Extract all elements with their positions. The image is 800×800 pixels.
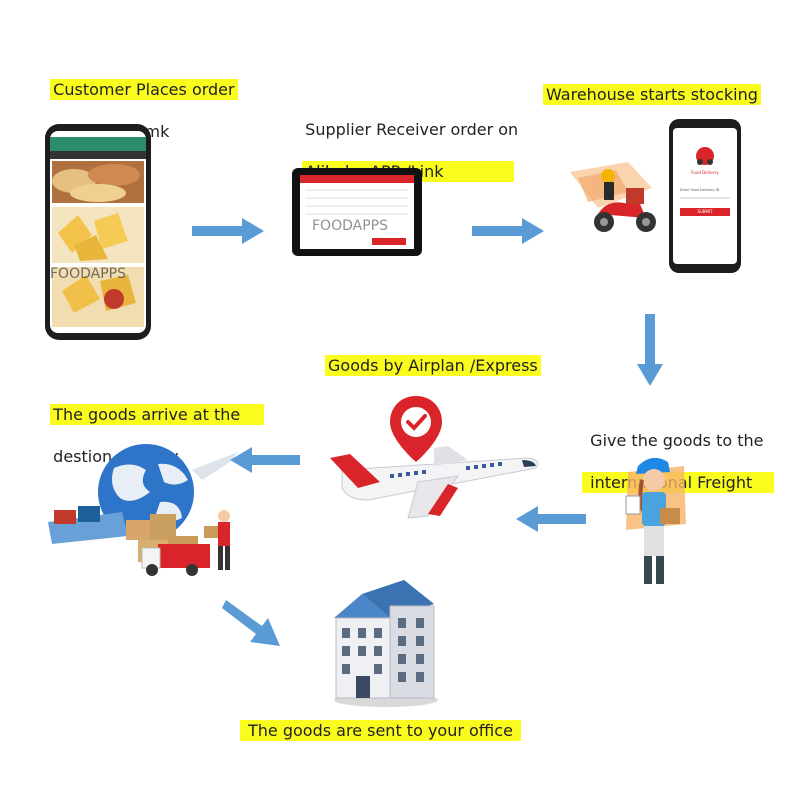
office-building-illustration [328, 578, 440, 708]
flow-arrow-right-1 [192, 218, 264, 244]
step-label-airplane: Goods by Airplan /Express [325, 355, 541, 376]
flow-arrow-right-2 [472, 218, 544, 244]
step-label-arrive-line1: The goods arrive at the [50, 404, 265, 425]
airplane-illustration [328, 388, 542, 522]
flow-arrow-left-2 [230, 447, 300, 473]
step-label-customer-line1: Customer Places order [50, 79, 238, 100]
delivery-submit-button: SUBMIT [697, 209, 713, 214]
supplier-tablet-illustration: FOODAPPS [292, 168, 422, 256]
flow-arrow-left-1 [516, 506, 586, 532]
phone-app-title: FOODAPPS [50, 266, 126, 282]
tablet-logo: FOODAPPS [312, 218, 388, 234]
warehouse-scooter-illustration [568, 158, 668, 238]
freight-courier-illustration [618, 452, 688, 586]
delivery-phone-illustration: Food Delivery Enter Food Delivery ID SUB… [668, 118, 742, 274]
flow-arrow-down [637, 314, 663, 386]
step-label-supplier-line1: Supplier Receiver order on [305, 120, 519, 139]
step-label-office: The goods are sent to your office [240, 720, 521, 741]
step-label-warehouse: Warehouse starts stocking [543, 84, 761, 105]
delivery-app-title: Food Delivery [691, 170, 719, 175]
flow-arrow-diagonal [222, 598, 284, 650]
destination-logistics-illustration [42, 440, 250, 580]
customer-phone-illustration: FOODAPPS [44, 123, 152, 341]
step-label-freight-line1: Give the goods to the [590, 431, 764, 450]
delivery-id-prompt: Enter Food Delivery ID [680, 188, 720, 192]
